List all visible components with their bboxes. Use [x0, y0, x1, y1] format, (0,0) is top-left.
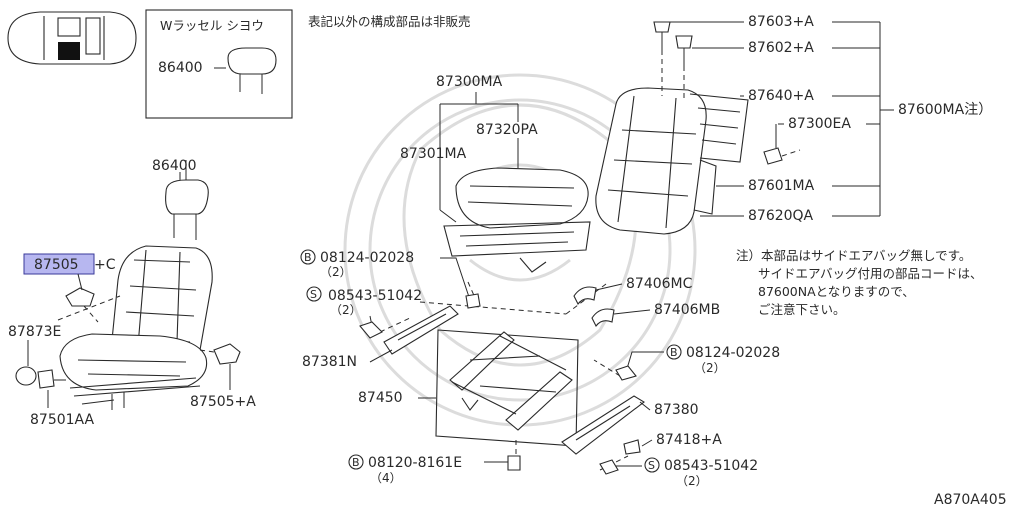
label-87501aa: 87501AA: [30, 412, 95, 428]
note-line-2: サイドエアバッグ付用の部品コードは、: [758, 266, 983, 281]
label-87300ea: 87300EA: [788, 116, 851, 132]
seat-cushion-center: [443, 167, 591, 273]
fastener-1-qty: （2）: [320, 265, 352, 279]
fastener-5-part: 08543-51042: [664, 458, 758, 474]
seat-back-center: [595, 21, 801, 235]
label-86400: 86400: [152, 158, 197, 174]
fastener-2-qty: （2）: [330, 303, 362, 317]
fastener-3-part: 08124-02028: [686, 345, 780, 361]
label-87301ma: 87301MA: [400, 146, 467, 162]
fastener-2-symbol: S: [310, 288, 317, 301]
washer-option-box: Wラッセル シヨウ 86400: [145, 9, 293, 119]
label-87603a: 87603+A: [748, 14, 814, 30]
note-line-3: 87600NAとなりますので、: [758, 284, 915, 299]
fastener-4-symbol: B: [352, 456, 360, 469]
fastener-2-part: 08543-51042: [328, 288, 422, 304]
note-line-1: 注）本部品はサイドエアバッグ無しです。: [736, 248, 971, 263]
label-87418a: 87418+A: [656, 432, 722, 448]
fastener-3-qty: （2）: [694, 361, 726, 375]
label-87873e: 87873E: [8, 324, 61, 340]
label-87620qa: 87620QA: [748, 208, 814, 224]
fastener-1-symbol: B: [304, 251, 312, 264]
fastener-5-symbol: S: [648, 459, 655, 472]
label-87406mc: 87406MC: [626, 276, 693, 292]
fastener-4-part: 08120-8161E: [368, 455, 462, 471]
label-87300ma: 87300MA: [436, 74, 503, 90]
label-87320pa: 87320PA: [476, 122, 538, 138]
seat-assembly-left: [15, 160, 241, 410]
label-87380: 87380: [654, 402, 699, 418]
fastener-1-part: 08124-02028: [320, 250, 414, 266]
diagram-code: A870A405: [934, 492, 1007, 508]
inset-box-part: 86400: [158, 60, 203, 76]
fastener-4-qty: （4）: [370, 471, 402, 485]
label-87601ma: 87601MA: [748, 178, 815, 194]
note-line-4: ご注意下さい。: [758, 302, 846, 317]
notice-text: 表記以外の構成部品は非販売: [308, 14, 471, 29]
label-87640a: 87640+A: [748, 88, 814, 104]
label-87505a: 87505+A: [190, 394, 256, 410]
label-87602a: 87602+A: [748, 40, 814, 56]
fastener-5-qty: （2）: [676, 474, 708, 488]
label-87505c-suffix: +C: [94, 257, 116, 273]
inset-box-title: Wラッセル シヨウ: [160, 18, 264, 33]
label-87406mb: 87406MB: [654, 302, 720, 318]
label-87381n: 87381N: [302, 354, 357, 370]
highlight-87505c: [23, 253, 95, 275]
car-location-icon: [7, 11, 137, 65]
fastener-3-symbol: B: [670, 346, 678, 359]
label-87600ma: 87600MA注）: [898, 102, 992, 118]
label-87450: 87450: [358, 390, 403, 406]
label-87505c-number: 87505: [34, 257, 79, 273]
seat-slide-frame: [379, 281, 645, 471]
